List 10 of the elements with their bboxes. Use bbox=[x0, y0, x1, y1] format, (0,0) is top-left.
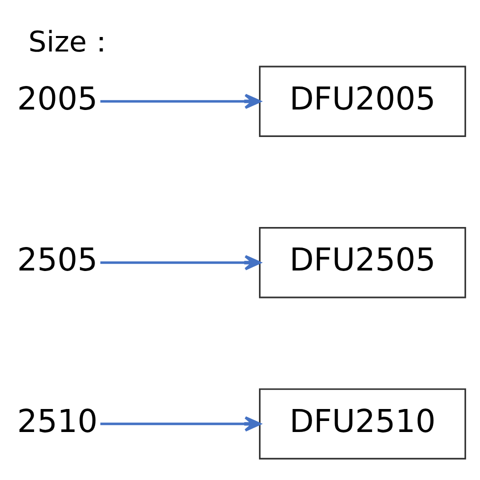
node-box: DFU2505 bbox=[258, 226, 466, 298]
node-text: 2505 bbox=[17, 242, 98, 278]
node-box: DFU2005 bbox=[258, 65, 466, 136]
node-text: 2510 bbox=[17, 403, 98, 440]
arrow bbox=[100, 93, 261, 109]
node-box: DFU2510 bbox=[258, 388, 466, 459]
diagram-title: Size： bbox=[28, 24, 115, 58]
node-text: 2005 bbox=[17, 80, 98, 117]
arrow bbox=[100, 254, 261, 270]
arrow bbox=[100, 416, 261, 432]
